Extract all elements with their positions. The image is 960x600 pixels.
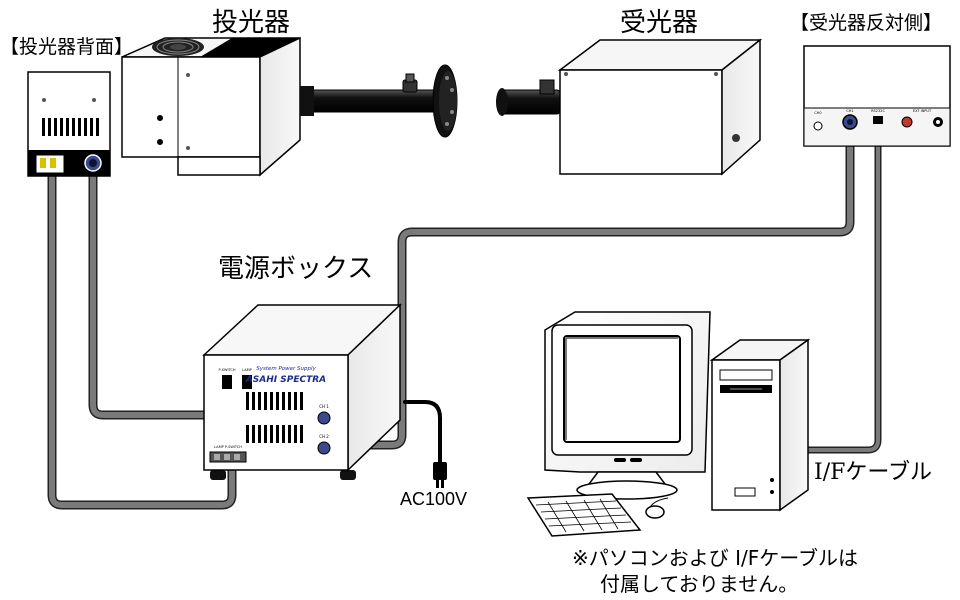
projector-back-unit (27, 71, 111, 177)
receiver-unit (496, 38, 763, 176)
projector-back-title: 【投光器背面】 (0, 36, 134, 58)
power-box-switch1-label: P-SWITCH (218, 368, 235, 372)
vent-slots (42, 118, 99, 136)
power-box-switch2-label: LAMP (242, 368, 252, 372)
power-box-brand-small: System Power Supply (256, 366, 316, 372)
receiver-port2-label: CH1 (846, 109, 853, 113)
power-box-ch1-label: CH 1 (319, 404, 329, 409)
if-cable-label: I/Fケーブル (814, 460, 933, 485)
cable-if (796, 120, 882, 454)
receiver-port3-label: RS232C (871, 109, 885, 113)
power-box-brand: ASAHI SPECTRA (245, 375, 326, 385)
receiver-port1-label: CH0 (814, 111, 821, 115)
receiver-title: 受光器 (620, 8, 699, 38)
pc-unit (526, 311, 811, 537)
receiver-opposite-panel (803, 45, 951, 147)
ac-label: AC100V (400, 489, 468, 509)
receiver-opposite-title: 【受光器反対側】 (790, 12, 943, 34)
ac-power-cord (403, 400, 442, 464)
cables (47, 120, 882, 510)
ac-plug-icon (433, 462, 447, 488)
receiver-port4-label: EXT INPUT (913, 109, 932, 113)
power-box-connector-label: LAMP P-SWITCH (214, 445, 242, 449)
note-line2: 付属しておりません。 (600, 572, 799, 596)
power-box-title: 電源ボックス (218, 254, 374, 284)
power-box-unit (202, 303, 402, 480)
projector-unit (121, 36, 458, 177)
projector-title: 投光器 (212, 8, 291, 38)
note-line1: ※パソコンおよび I/Fケーブルは (572, 546, 859, 570)
power-box-ch2-label: CH 2 (319, 434, 329, 439)
